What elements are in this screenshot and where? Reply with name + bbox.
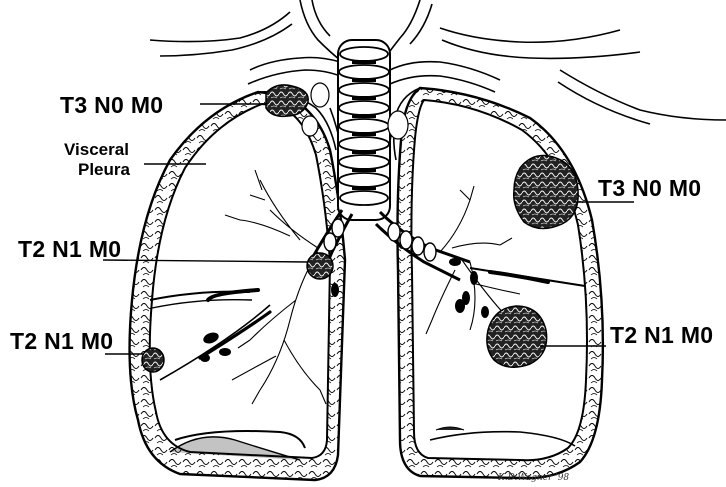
artist-signature: K.D.Wagner '98 (498, 473, 569, 483)
tumor-hilar-left (307, 253, 333, 279)
tumor-apex-left (266, 85, 308, 116)
label-pleura: Pleura (78, 160, 130, 180)
label-t2-n1-m0-lower-left: T2 N1 M0 (10, 328, 113, 355)
left-lung (130, 92, 345, 480)
tumor-pleural-right (514, 156, 578, 229)
label-t2-n1-m0-hilar-left: T2 N1 M0 (18, 236, 121, 263)
tumor-lower-right (487, 306, 547, 367)
label-t3-n0-m0-apex: T3 N0 M0 (60, 92, 163, 119)
label-t3-n0-m0-pleural: T3 N0 M0 (598, 175, 701, 202)
label-t2-n1-m0-lower-right: T2 N1 M0 (610, 322, 713, 349)
right-lung (398, 88, 603, 478)
tumor-lower-left (142, 348, 164, 372)
label-visceral: Visceral (64, 140, 129, 160)
